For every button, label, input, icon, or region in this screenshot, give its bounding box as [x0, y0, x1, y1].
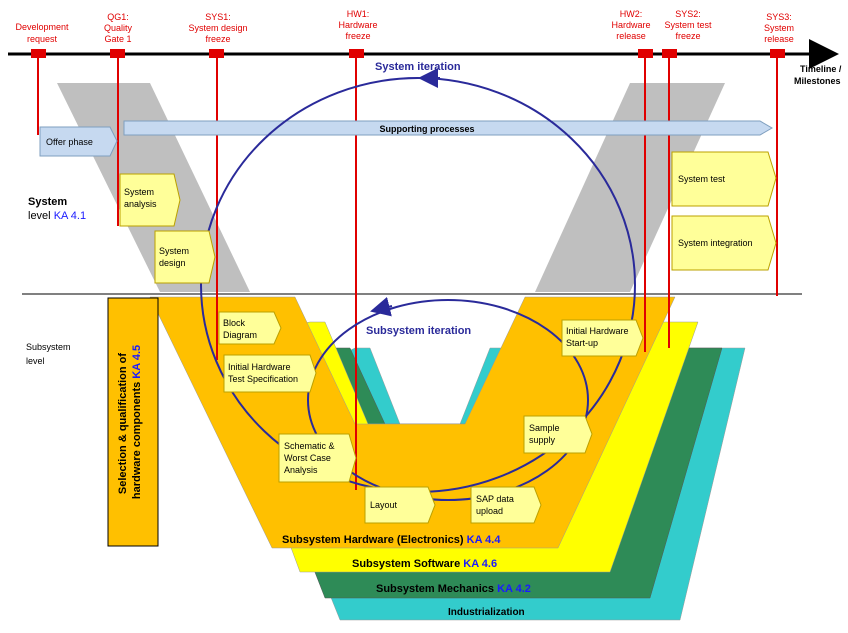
svg-text:System test: System test: [678, 174, 726, 184]
subsystem-iteration-loop: [307, 299, 589, 501]
offer-phase-box: [39, 126, 118, 157]
timeline-label-1: Timeline /: [800, 64, 842, 74]
subsystem-software-label: Subsystem Software KA 4.6: [352, 558, 497, 570]
subsystem-mechanics-label: Subsystem Mechanics KA 4.2: [376, 583, 531, 595]
subsystem-hardware-label: Subsystem Hardware (Electronics) KA 4.4: [282, 534, 501, 546]
timeline-label-2: Milestones: [794, 76, 841, 86]
svg-text:System integration: System integration: [678, 238, 753, 248]
supporting-processes-label: Supporting processes: [379, 124, 474, 134]
system-level-label-2: level KA 4.1: [28, 210, 86, 222]
system-integration-box: System integration: [671, 215, 777, 271]
subsystem-iteration-label: Subsystem iteration: [366, 325, 471, 337]
layout-box: Layout: [364, 486, 436, 524]
milestone-marker-sys2: [662, 49, 677, 58]
milestone-marker-hw2: [638, 49, 653, 58]
system-level-label: System: [28, 196, 67, 208]
system-iteration-label: System iteration: [375, 61, 461, 73]
selection-qualification-box: [107, 297, 159, 547]
supporting-processes-arrow: [123, 120, 773, 136]
milestone-marker-sys1: [209, 49, 224, 58]
selection-qualification-label: Selection & qualification of hardware co…: [117, 345, 143, 499]
offer-phase-label: Offer phase: [46, 137, 93, 147]
milestone-marker-dev: [31, 49, 46, 58]
svg-text:Layout: Layout: [370, 500, 398, 510]
milestone-marker-qg1: [110, 49, 125, 58]
milestone-marker-hw1: [349, 49, 364, 58]
milestone-marker-sys3: [770, 49, 785, 58]
subsystem-iteration-arrowhead: [370, 296, 393, 317]
milestone-markers: [31, 49, 785, 58]
system-test-box: System test: [671, 151, 777, 207]
industrialization-label: Industrialization: [448, 607, 525, 618]
